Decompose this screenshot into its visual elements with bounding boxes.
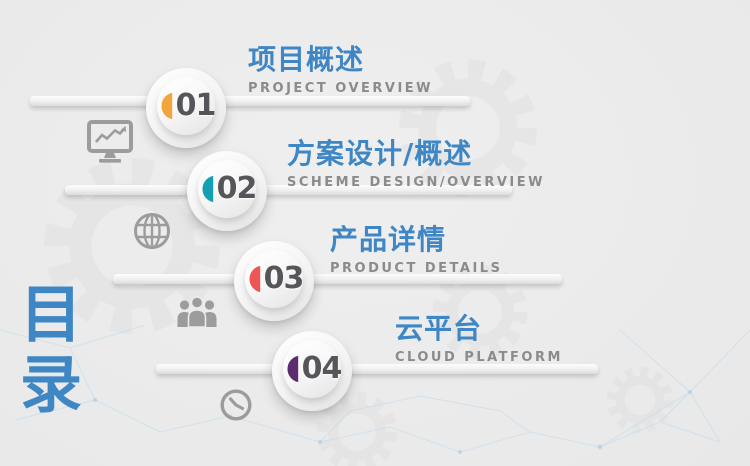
- item-title-en: PRODUCT DETAILS: [330, 261, 503, 277]
- item-bar: [30, 96, 470, 106]
- item-text[interactable]: 方案设计/概述 SCHEME DESIGN/OVERVIEW: [287, 137, 545, 191]
- item-number-badge-inner: 02: [198, 159, 258, 218]
- item-number: 04: [301, 350, 343, 386]
- team-icon: [177, 296, 217, 328]
- item-title-en: PROJECT OVERVIEW: [248, 81, 434, 97]
- monitor-chart-icon: [87, 120, 133, 163]
- item-text[interactable]: 项目概述 PROJECT OVERVIEW: [248, 43, 434, 97]
- item-title-en: SCHEME DESIGN/OVERVIEW: [287, 175, 545, 191]
- clock-icon: [220, 389, 252, 421]
- item-text[interactable]: 产品详情 PRODUCT DETAILS: [330, 223, 503, 277]
- item-title-en: CLOUD PLATFORM: [395, 350, 563, 366]
- item-number: 02: [216, 170, 258, 206]
- item-number-badge-inner: 03: [245, 249, 305, 308]
- crescent-accent-icon: [287, 355, 298, 382]
- item-number-badge-inner: 01: [157, 76, 217, 135]
- item-bar: [65, 185, 512, 195]
- crescent-accent-icon: [161, 92, 172, 119]
- crescent-accent-icon: [249, 265, 260, 292]
- page-title: 目录: [20, 278, 83, 422]
- item-number-badge[interactable]: 01: [146, 68, 226, 148]
- item-number-badge[interactable]: 03: [234, 241, 314, 321]
- item-title-cn: 云平台: [395, 312, 483, 345]
- item-title-cn: 方案设计/概述: [287, 137, 473, 170]
- globe-icon: [134, 213, 170, 249]
- item-number-badge[interactable]: 02: [187, 151, 267, 231]
- item-bar: [156, 364, 598, 374]
- item-number-badge[interactable]: 04: [272, 331, 352, 411]
- item-number-badge-inner: 04: [283, 339, 343, 398]
- item-number: 01: [175, 87, 217, 123]
- item-text[interactable]: 云平台 CLOUD PLATFORM: [395, 312, 563, 366]
- item-bar: [113, 274, 562, 284]
- crescent-accent-icon: [202, 175, 213, 202]
- item-title-cn: 产品详情: [330, 223, 447, 256]
- item-title-cn: 项目概述: [248, 43, 365, 76]
- item-number: 03: [263, 260, 305, 296]
